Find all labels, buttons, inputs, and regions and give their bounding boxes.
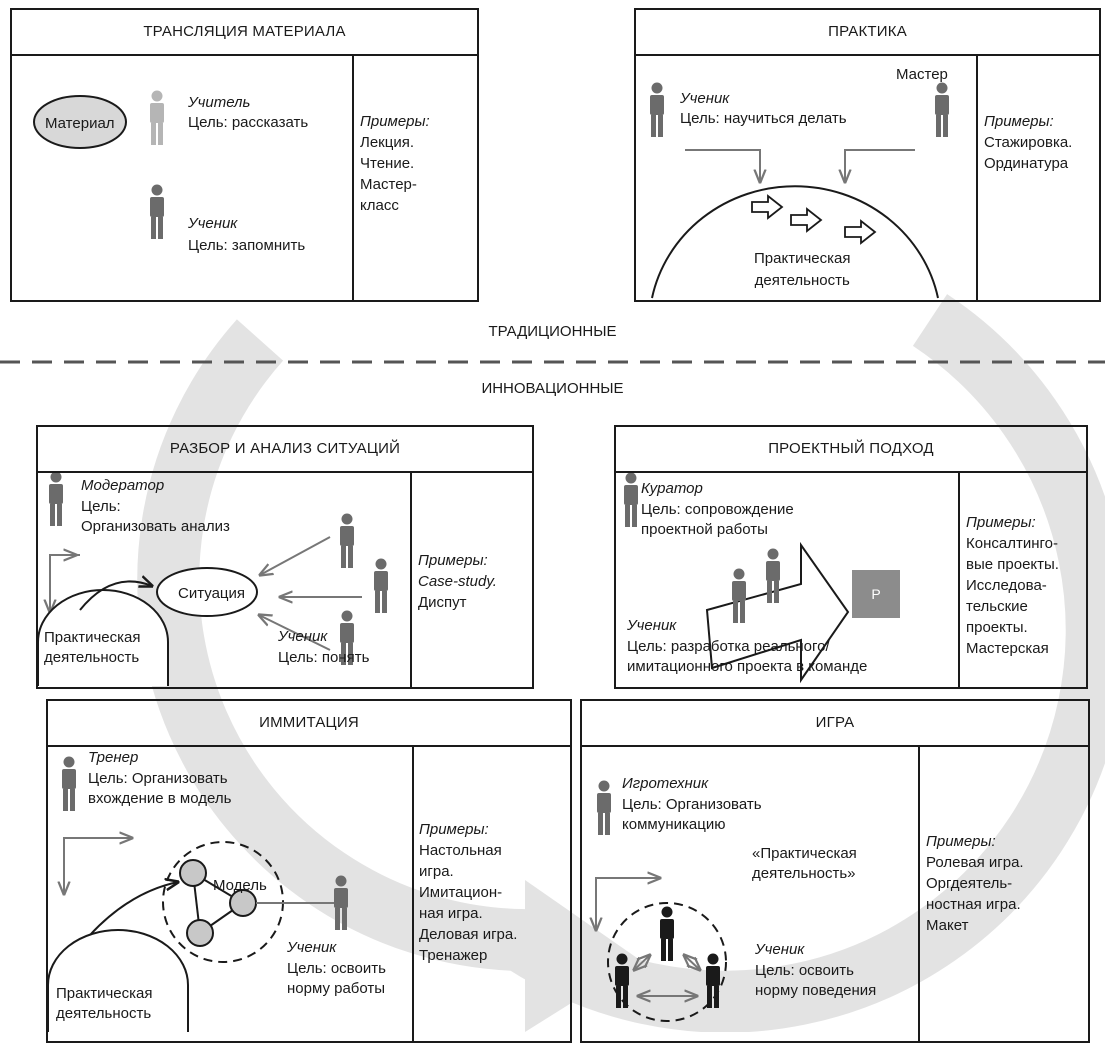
- material-label: Материал: [45, 115, 115, 132]
- examples: Примеры: Стажировка. Ординатура: [984, 113, 1073, 172]
- student-role: Ученик: [278, 628, 328, 645]
- student-role: Ученик: [287, 939, 337, 956]
- examples: Примеры: Case-study. Диспут: [418, 552, 497, 611]
- box-title: ТРАНСЛЯЦИЯ МАТЕРИАЛА: [12, 10, 477, 56]
- curator-role: Куратор: [641, 480, 703, 497]
- master-label: Мастер: [896, 66, 948, 83]
- moderator-goal: Цель: Организовать анализ: [81, 498, 230, 535]
- examples: Примеры: Консалтинго- вые проекты. Иссле…: [966, 514, 1059, 657]
- box-title: РАЗБОР И АНАЛИЗ СИТУАЦИЙ: [38, 427, 532, 473]
- student-goal: Цель: научиться делать: [680, 110, 847, 127]
- examples: Примеры: Настольная игра. Имитацион- ная…: [419, 821, 518, 964]
- teacher-goal: Цель: рассказать: [188, 114, 309, 131]
- examples: Примеры: Ролевая игра. Оргдеятель- ностн…: [926, 833, 1024, 934]
- gametech-goal: Цель: Организовать коммуникацию: [622, 796, 762, 833]
- situation-ellipse: [156, 567, 258, 617]
- practice-dome: [651, 185, 939, 299]
- student-goal: Цель: освоить норму работы: [287, 960, 386, 997]
- project-big-arrow: [705, 541, 850, 684]
- examples: Примеры: Лекция. Чтение. Мастер- класс: [360, 113, 430, 214]
- flow-arrow-1: [751, 194, 784, 220]
- game-box: ИГРА Игротехник Цель: Организовать комму…: [580, 699, 1090, 1043]
- student-goal: Цель: понять: [278, 649, 370, 666]
- innovative-label: ИННОВАЦИОННЫЕ: [481, 380, 624, 397]
- project-result-badge: P: [852, 570, 900, 618]
- box-title: ПРАКТИКА: [636, 10, 1099, 56]
- trainer-goal: Цель: Организовать вхождение в модель: [88, 770, 232, 807]
- flow-arrow-2: [790, 207, 823, 233]
- student-goal: Цель: запомнить: [188, 237, 306, 254]
- student-role: Ученик: [680, 90, 730, 107]
- model-label: Модель: [213, 877, 267, 894]
- student-goal: Цель: разработка реального/ имитационног…: [627, 638, 868, 675]
- box-title: ПРОЕКТНЫЙ ПОДХОД: [616, 427, 1086, 473]
- curator-goal: Цель: сопровождение проектной работы: [641, 501, 794, 538]
- imitation-box: ИММИТАЦИЯ Тренер Цель: Организовать вхож…: [46, 699, 572, 1043]
- translation-box: ТРАНСЛЯЦИЯ МАТЕРИАЛА Материал Учитель Це…: [10, 8, 479, 302]
- flow-arrow-3: [844, 219, 877, 245]
- box-title: ИММИТАЦИЯ: [48, 701, 570, 747]
- game-dashed-circle: [607, 902, 727, 1022]
- student-role: Ученик: [755, 941, 805, 958]
- practice-arrow-right: [845, 149, 915, 182]
- practice-box: ПРАКТИКА Мастер Ученик Цель: научиться д…: [634, 8, 1101, 302]
- imitation-activity-dome: [47, 929, 189, 1032]
- material-ellipse: [33, 95, 127, 149]
- case-activity-label: Практическая деятельность: [44, 629, 141, 666]
- trainer-role: Тренер: [88, 749, 139, 766]
- practice-activity-label: Практическая деятельность: [754, 250, 851, 289]
- case-box: РАЗБОР И АНАЛИЗ СИТУАЦИЙ Модератор Цель:…: [36, 425, 534, 689]
- traditional-label: ТРАДИЦИОННЫЕ: [488, 323, 617, 340]
- student-role: Ученик: [188, 215, 238, 232]
- student-goal: Цель: освоить норму поведения: [755, 962, 877, 999]
- student-role: Ученик: [627, 617, 677, 634]
- game-activity-label: «Практическая деятельность»: [752, 845, 857, 882]
- imitation-activity-label: Практическая деятельность: [56, 985, 153, 1022]
- teacher-role: Учитель: [188, 94, 251, 111]
- box-title: ИГРА: [582, 701, 1088, 747]
- project-box: ПРОЕКТНЫЙ ПОДХОД Куратор Цель: сопровожд…: [614, 425, 1088, 689]
- cycle-arrow-head: [525, 880, 640, 1032]
- gametech-role: Игротехник: [622, 775, 709, 792]
- situation-label: Ситуация: [178, 585, 246, 602]
- moderator-role: Модератор: [81, 477, 165, 494]
- practice-arrow-left: [685, 149, 760, 182]
